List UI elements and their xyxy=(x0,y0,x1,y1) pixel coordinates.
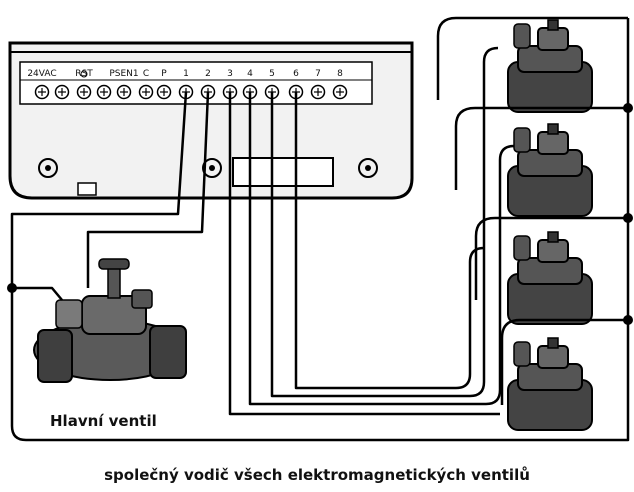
bus-branch-3 xyxy=(474,216,628,300)
terminal-screw xyxy=(34,84,50,100)
terminal-label: PSEN1 xyxy=(109,69,138,79)
terminal-screw xyxy=(332,84,348,100)
terminal-screw xyxy=(76,84,92,100)
terminal-label: P xyxy=(161,69,167,79)
controller: 24VAC RST PSEN1 C P 1 2 3 4 5 6 7 8 xyxy=(8,41,414,200)
junction-dot xyxy=(7,283,17,293)
main-valve-label: Hlavní ventil xyxy=(50,412,157,430)
terminal-label: 6 xyxy=(293,69,299,79)
zone-valve xyxy=(507,19,593,113)
main-valve xyxy=(33,258,187,383)
terminal-label: 2 xyxy=(205,69,211,79)
bus-branch-2 xyxy=(454,106,628,190)
terminal-label: 4 xyxy=(247,69,253,79)
bus-branch-1 xyxy=(436,16,628,100)
zone-wire-1 xyxy=(228,92,500,416)
terminal-labels: 24VAC RST PSEN1 C P 1 2 3 4 5 6 7 8 xyxy=(27,69,343,79)
bus-branch-4 xyxy=(500,318,628,405)
main-valve-wire xyxy=(86,91,210,288)
mounting-hole-left xyxy=(38,158,58,178)
zone-wire-3 xyxy=(270,46,499,398)
zone-valve xyxy=(507,123,593,217)
terminal-label: 3 xyxy=(227,69,233,79)
common-wire xyxy=(10,18,630,442)
wires xyxy=(10,16,630,442)
terminal-label: RST xyxy=(75,69,93,79)
caption: společný vodič všech elektromagnetických… xyxy=(104,466,530,484)
junction-dot xyxy=(623,103,633,113)
junction-dot xyxy=(623,213,633,223)
terminal-screw xyxy=(54,84,70,100)
mounting-hole-right xyxy=(358,158,378,178)
terminal-label: 7 xyxy=(315,69,321,79)
terminal-screw xyxy=(116,84,132,100)
terminal-label: 1 xyxy=(183,69,189,79)
cable-slot xyxy=(232,157,334,187)
terminal-screw xyxy=(310,84,326,100)
terminal-screws xyxy=(34,84,348,100)
junction-dots xyxy=(7,103,633,325)
zone-valve xyxy=(507,231,593,325)
terminal-screw xyxy=(138,84,154,100)
junction-dot xyxy=(623,315,633,325)
zone-valves xyxy=(507,19,593,431)
zone-wire-4 xyxy=(294,92,485,390)
terminal-label: 24VAC xyxy=(27,69,56,79)
terminal-label: C xyxy=(143,69,149,79)
terminal-label: 8 xyxy=(337,69,343,79)
mounting-hole-center xyxy=(202,158,222,178)
common-wire-to-controller xyxy=(10,91,188,288)
terminal-label: 5 xyxy=(269,69,275,79)
terminal-screw xyxy=(156,84,172,100)
zone-valve xyxy=(507,337,593,431)
zone-wire-2 xyxy=(248,92,515,406)
common-wire-to-main-valve xyxy=(12,286,63,301)
terminal-screw xyxy=(96,84,112,100)
